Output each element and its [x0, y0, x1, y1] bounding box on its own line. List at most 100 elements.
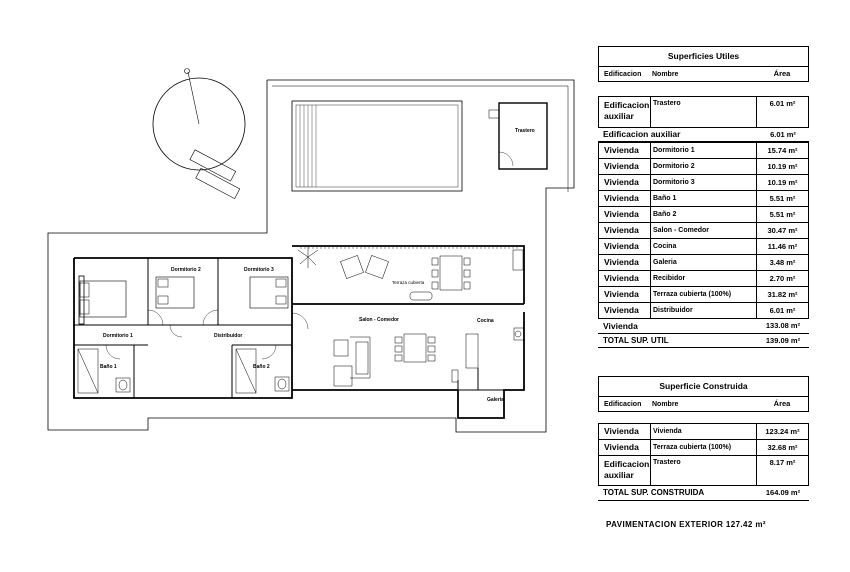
cell-edificacion: Edificacion auxiliar — [604, 100, 650, 121]
header-edificacion: Edificacion — [604, 70, 642, 78]
superficie-construida-table: Superficie Construida Edificacion Nombre… — [598, 376, 809, 501]
cell-edificacion: Vivienda — [604, 225, 639, 236]
table-title: Superficies Utiles — [598, 46, 809, 66]
header-nombre: Nombre — [652, 400, 679, 408]
cell-area: 30.47 m² — [756, 223, 808, 238]
cell-nombre: Baño 2 — [650, 207, 756, 222]
subtotal-row: Edificacion auxiliar 6.01 m² — [598, 128, 809, 142]
label-dormitorio-2: Dormitorio 2 — [171, 267, 201, 273]
plot-outline-inner — [272, 85, 569, 192]
round-pool — [152, 77, 246, 171]
cell-area: 15.74 m² — [756, 143, 808, 158]
label-cocina: Cocina — [477, 318, 494, 324]
table-row: Edificacion auxiliar Trastero 8.17 m² — [598, 456, 809, 486]
header-area: Área — [773, 399, 791, 409]
table-header: Edificacion Nombre Área — [598, 396, 809, 412]
cell-area: 2.70 m² — [756, 271, 808, 286]
cell-area: 8.17 m² — [756, 456, 808, 485]
label-distribuidor: Distribuidor — [214, 333, 242, 339]
cell-nombre: Dormitorio 2 — [650, 159, 756, 174]
plot-outline — [47, 79, 575, 433]
label-bano-1: Baño 1 — [100, 364, 117, 370]
cell-edificacion: Vivienda — [604, 161, 639, 172]
bed — [79, 280, 127, 318]
bed — [155, 276, 195, 309]
cell-nombre: Dormitorio 1 — [650, 143, 756, 158]
subtotal-row: Vivienda 133.08 m² — [598, 319, 809, 334]
subtotal-area: 133.08 m² — [765, 321, 801, 331]
cell-edificacion: Vivienda — [604, 145, 639, 156]
cell-edificacion: Vivienda — [604, 305, 639, 316]
table-row: Vivienda Terraza cubierta (100%)32.68 m² — [598, 440, 809, 456]
cell-edificacion: Vivienda — [604, 442, 639, 453]
cell-nombre: Salon - Comedor — [650, 223, 756, 238]
cell-area: 10.19 m² — [756, 159, 808, 174]
cell-nombre: Trastero — [650, 456, 756, 485]
label-dormitorio-1: Dormitorio 1 — [103, 333, 133, 339]
superficies-utiles-table: Superficies Utiles Edificacion Nombre Ár… — [598, 46, 809, 348]
cell-area: 3.48 m² — [756, 255, 808, 270]
table-row: Edificacion auxiliar Trastero 6.01 m² — [598, 96, 809, 128]
total-label: TOTAL SUP. CONSTRUIDA — [603, 488, 705, 497]
cell-nombre: Distribuidor — [650, 303, 756, 318]
cell-area: 123.24 m² — [756, 424, 808, 439]
label-terraza: Terraza cubierta — [392, 280, 425, 285]
cell-nombre: Recibidor — [650, 271, 756, 286]
cell-nombre: Terraza cubierta (100%) — [650, 440, 756, 455]
bed — [249, 276, 289, 309]
cell-nombre: Dormitorio 3 — [650, 175, 756, 190]
cell-edificacion: Vivienda — [604, 193, 639, 204]
cell-area: 5.51 m² — [756, 207, 808, 222]
cell-nombre: Terraza cubierta (100%) — [650, 287, 756, 302]
cell-nombre: Vivienda — [650, 424, 756, 439]
cell-nombre: Trastero — [650, 97, 756, 127]
cell-area: 6.01 m² — [756, 303, 808, 318]
label-trastero: Trastero — [515, 128, 535, 134]
floor-plan: Trastero — [47, 68, 575, 433]
cell-edificacion: Vivienda — [604, 177, 639, 188]
cell-area: 5.51 m² — [756, 191, 808, 206]
cell-nombre: Cocina — [650, 239, 756, 254]
total-label: TOTAL SUP. UTIL — [603, 335, 669, 345]
header-nombre: Nombre — [652, 70, 679, 78]
cell-edificacion: Vivienda — [604, 209, 639, 220]
trastero-building — [498, 102, 548, 170]
total-row: TOTAL SUP. CONSTRUIDA 164.09 m² — [598, 486, 809, 501]
table-header: Edificacion Nombre Área — [598, 66, 809, 82]
cell-edificacion: Vivienda — [604, 241, 639, 252]
sun-lounger — [189, 149, 237, 182]
cell-area: 6.01 m² — [756, 97, 808, 127]
cell-edificacion: Vivienda — [604, 426, 639, 437]
subtotal-label: Vivienda — [603, 320, 638, 331]
cell-area: 32.68 m² — [756, 440, 808, 455]
total-row: TOTAL SUP. UTIL 139.09 m² — [598, 334, 809, 348]
label-galeria: Galeria — [487, 397, 504, 403]
cell-nombre: Baño 1 — [650, 191, 756, 206]
swimming-pool — [291, 100, 463, 192]
table-title: Superficie Construida — [598, 376, 809, 396]
cell-edificacion: Vivienda — [604, 289, 639, 300]
cell-area: 11.46 m² — [756, 239, 808, 254]
label-salon: Salon - Comedor — [359, 317, 399, 323]
cell-area: 31.82 m² — [756, 287, 808, 302]
pavimentacion-exterior: PAVIMENTACION EXTERIOR 127.42 m² — [606, 520, 766, 529]
total-area: 164.09 m² — [765, 488, 801, 498]
cell-edificacion: Vivienda — [604, 273, 639, 284]
cell-edificacion: Edificacion auxiliar — [604, 459, 650, 480]
cell-edificacion: Vivienda — [604, 257, 639, 268]
cell-nombre: Galeria — [650, 255, 756, 270]
total-area: 139.09 m² — [765, 335, 801, 345]
